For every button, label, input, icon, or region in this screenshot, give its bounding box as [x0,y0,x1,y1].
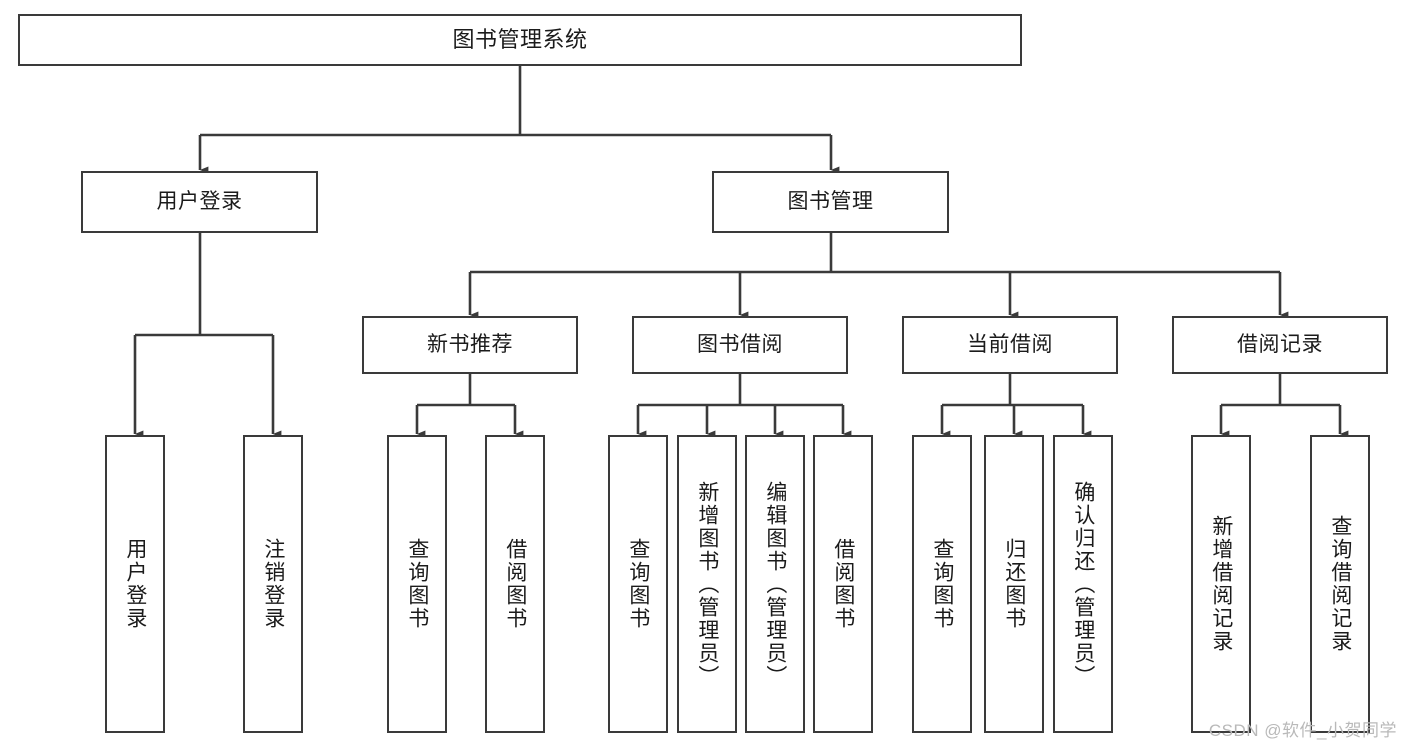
node-current-borrow[interactable]: 当前借阅 [902,316,1118,374]
node-leaf-add-book[interactable]: 新增图书（管理员） [677,435,737,733]
node-label-user-login: 用户登录 [156,189,243,213]
node-leaf-confirm-return[interactable]: 确认归还（管理员） [1053,435,1113,733]
node-label-leaf-query-record: 查询借阅记录 [1328,515,1352,653]
node-leaf-logout[interactable]: 注销登录 [243,435,303,733]
node-leaf-add-record[interactable]: 新增借阅记录 [1191,435,1251,733]
node-leaf-return-book[interactable]: 归还图书 [984,435,1044,733]
node-leaf-user-login[interactable]: 用户登录 [105,435,165,733]
node-label-new-book-rec: 新书推荐 [427,332,513,356]
node-leaf-query-book-borrow[interactable]: 查询图书 [608,435,668,733]
node-label-borrow-record: 借阅记录 [1237,332,1323,356]
node-label-leaf-user-login: 用户登录 [123,538,147,630]
node-book-borrow[interactable]: 图书借阅 [632,316,848,374]
node-label-leaf-return-book: 归还图书 [1002,538,1026,630]
node-leaf-borrow-book[interactable]: 借阅图书 [813,435,873,733]
node-user-login[interactable]: 用户登录 [81,171,318,233]
node-label-leaf-add-record: 新增借阅记录 [1209,515,1233,653]
node-label-leaf-borrow-book-rec: 借阅图书 [503,538,527,630]
node-label-root: 图书管理系统 [452,27,588,53]
node-label-current-borrow: 当前借阅 [967,332,1053,356]
node-new-book-rec[interactable]: 新书推荐 [362,316,578,374]
node-label-leaf-edit-book: 编辑图书（管理员） [763,480,787,688]
node-label-book-borrow: 图书借阅 [697,332,783,356]
node-leaf-borrow-book-rec[interactable]: 借阅图书 [485,435,545,733]
node-label-leaf-confirm-return: 确认归还（管理员） [1071,480,1095,688]
watermark-text: CSDN @软件_小贺同学 [1208,721,1397,740]
node-label-leaf-query-book-rec: 查询图书 [405,538,429,630]
node-leaf-query-book-rec[interactable]: 查询图书 [387,435,447,733]
node-label-leaf-query-book-current: 查询图书 [930,538,954,630]
node-leaf-query-book-current[interactable]: 查询图书 [912,435,972,733]
node-leaf-edit-book[interactable]: 编辑图书（管理员） [745,435,805,733]
node-label-book-manage: 图书管理 [787,189,874,213]
node-borrow-record[interactable]: 借阅记录 [1172,316,1388,374]
node-label-leaf-query-book-borrow: 查询图书 [626,538,650,630]
node-root[interactable]: 图书管理系统 [18,14,1022,66]
node-leaf-query-record[interactable]: 查询借阅记录 [1310,435,1370,733]
node-label-leaf-add-book: 新增图书（管理员） [695,480,719,688]
node-label-leaf-borrow-book: 借阅图书 [831,538,855,630]
node-book-manage[interactable]: 图书管理 [712,171,949,233]
node-label-leaf-logout: 注销登录 [261,538,285,630]
